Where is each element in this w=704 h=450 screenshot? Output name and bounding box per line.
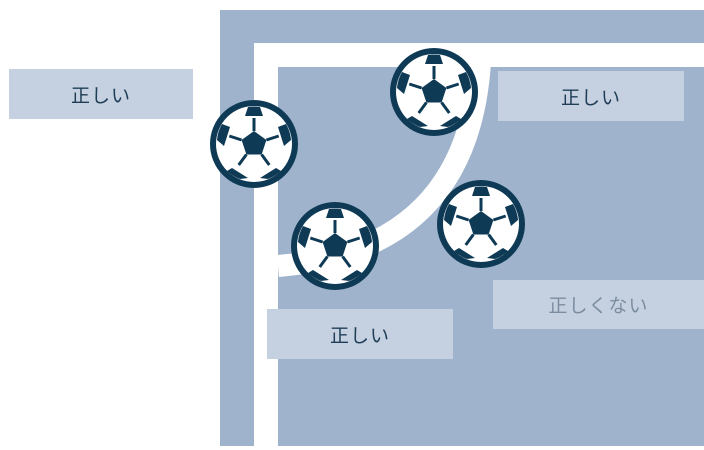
label-incorrect: 正しくない xyxy=(493,280,704,329)
label-correct-corner: 正しい xyxy=(498,71,684,121)
ball-outside-arc xyxy=(437,180,525,268)
ball-on-arc-top xyxy=(390,48,478,136)
label-correct-bottom: 正しい xyxy=(267,309,453,359)
label-correct-outside-left: 正しい xyxy=(9,69,193,119)
ball-on-arc-inside xyxy=(291,202,379,290)
ball-on-left-line xyxy=(210,100,298,188)
